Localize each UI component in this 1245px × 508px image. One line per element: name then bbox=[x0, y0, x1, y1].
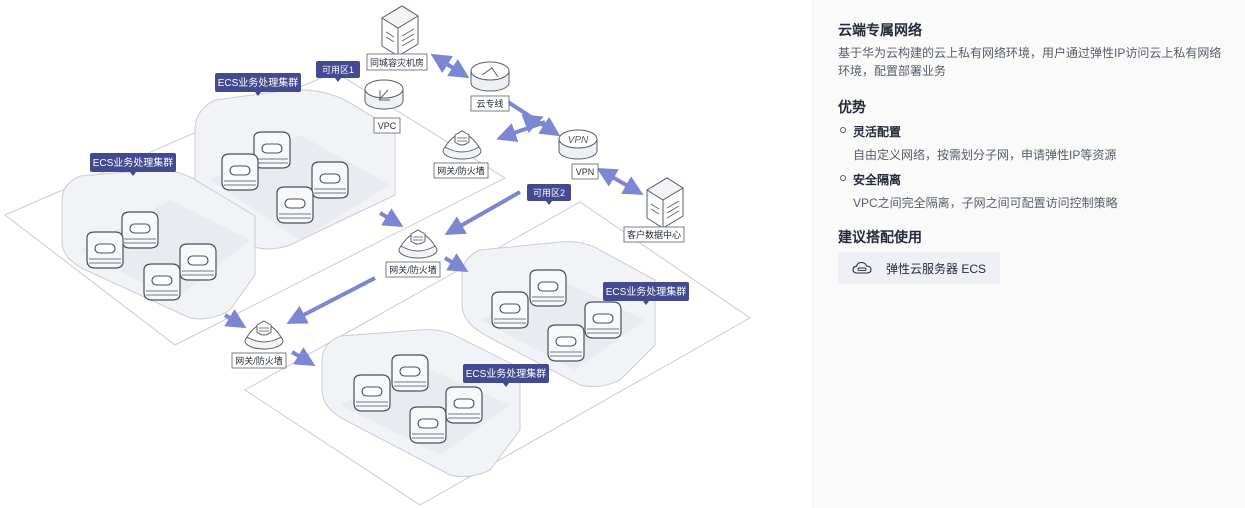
panel-title: 云端专属网络 bbox=[838, 22, 922, 38]
label-box: 同城容灾机房 bbox=[366, 53, 428, 71]
zone1-label: 可用区1 bbox=[322, 65, 354, 75]
gateway-label: 网关/防火墙 bbox=[389, 264, 437, 275]
advantage-desc: 自由定义网络，按需划分子网，申请弹性IP等资源 bbox=[853, 148, 1117, 162]
gateway-label: 网关/防火墙 bbox=[437, 165, 485, 176]
cluster-label: ECS业务处理集群 bbox=[466, 367, 547, 380]
customer-dc-label: 客户数据中心 bbox=[627, 229, 681, 240]
vpc-label: VPC bbox=[378, 121, 397, 131]
label-box: 网关/防火墙 bbox=[433, 162, 489, 179]
cloud-line-icon bbox=[470, 61, 510, 92]
label-box: VPC bbox=[373, 117, 401, 134]
architecture-diagram: 同城容灾机房 VPC 云专线 VPN VPN 客户数据中心 网关/防火墙 网关/… bbox=[4, 5, 751, 506]
ecs-server-icon bbox=[391, 354, 429, 392]
cluster-tag: ECS业务处理集群 bbox=[603, 282, 689, 305]
bullet-icon bbox=[840, 175, 846, 181]
label-box: 网关/防火墙 bbox=[231, 352, 287, 369]
vpn-icon-text: VPN bbox=[568, 135, 589, 146]
ecs-server-icon bbox=[179, 243, 217, 281]
product-card-ecs[interactable]: 弹性云服务器 ECS bbox=[838, 252, 1000, 284]
zone2-label: 可用区2 bbox=[533, 188, 565, 198]
zone-tag: 可用区2 bbox=[527, 184, 571, 205]
gateway-firewall-icon bbox=[398, 229, 438, 259]
ecs-cluster-box-zone2-bottom bbox=[321, 329, 521, 478]
gateway-firewall-icon bbox=[442, 130, 482, 160]
building-icon bbox=[646, 177, 684, 229]
gateway-label: 网关/防火墙 bbox=[235, 355, 283, 366]
ecs-cluster-box-left bbox=[61, 169, 256, 320]
ecs-server-icon bbox=[121, 211, 159, 249]
ecs-server-icon bbox=[491, 291, 529, 329]
cluster-tag: ECS业务处理集群 bbox=[215, 73, 301, 96]
cluster-label: ECS业务处理集群 bbox=[606, 285, 687, 298]
vpn-label: VPN bbox=[576, 167, 595, 177]
advantage-desc: VPC之间完全隔离，子网之间可配置访问控制策略 bbox=[853, 196, 1118, 210]
cloud-server-icon bbox=[852, 261, 872, 274]
label-box: 云专线 bbox=[470, 95, 510, 112]
label-box: 客户数据中心 bbox=[623, 226, 685, 243]
dr-room-label: 同城容灾机房 bbox=[370, 57, 424, 68]
ecs-server-icon bbox=[253, 131, 291, 169]
connection-arrows bbox=[223, 53, 644, 367]
ecs-server-icon bbox=[584, 301, 622, 339]
ecs-server-icon bbox=[547, 324, 585, 362]
label-box: 网关/防火墙 bbox=[385, 261, 441, 278]
vpc-icon bbox=[364, 79, 404, 110]
info-panel: 云端专属网络 基于华为云构建的云上私有网络环境，用户通过弹性IP访问云上私有网络… bbox=[812, 0, 1245, 508]
advantage-title: 灵活配置 bbox=[853, 125, 902, 139]
panel-description: 基于华为云构建的云上私有网络环境，用户通过弹性IP访问云上私有网络环境，配置部署… bbox=[838, 46, 1222, 78]
cloud-line-label: 云专线 bbox=[476, 98, 503, 109]
bullet-icon bbox=[840, 127, 846, 133]
vpn-icon: VPN bbox=[558, 129, 598, 160]
label-box: VPN bbox=[571, 163, 599, 180]
ecs-server-icon bbox=[409, 406, 447, 444]
ecs-server-icon bbox=[529, 269, 567, 307]
gateway-firewall-icon bbox=[244, 320, 284, 350]
ecs-server-icon bbox=[221, 153, 259, 191]
ecs-server-icon bbox=[276, 186, 314, 224]
ecs-server-icon bbox=[86, 231, 124, 269]
ecs-server-icon bbox=[143, 263, 181, 301]
cluster-label: ECS业务处理集群 bbox=[218, 76, 299, 89]
product-name[interactable]: 弹性云服务器 ECS bbox=[886, 262, 987, 276]
ecs-server-icon bbox=[445, 386, 483, 424]
zone-tag: 可用区1 bbox=[316, 61, 360, 82]
cluster-tag: ECS业务处理集群 bbox=[463, 364, 549, 387]
advantages-title: 优势 bbox=[838, 99, 866, 115]
ecs-server-icon bbox=[353, 374, 391, 412]
cluster-label: ECS业务处理集群 bbox=[93, 156, 174, 169]
building-icon bbox=[381, 5, 419, 57]
cluster-tag: ECS业务处理集群 bbox=[90, 153, 176, 176]
recommend-title: 建议搭配使用 bbox=[838, 229, 922, 245]
ecs-server-icon bbox=[311, 161, 349, 199]
advantage-title: 安全隔离 bbox=[853, 173, 902, 187]
